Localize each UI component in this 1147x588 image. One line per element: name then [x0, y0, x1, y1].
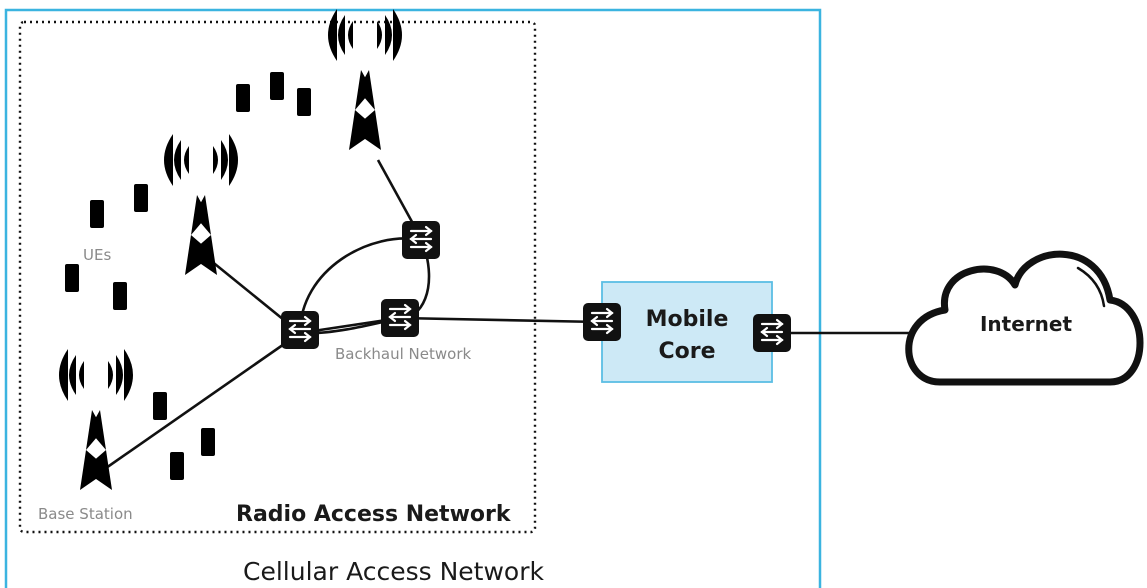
smartphone-icon	[170, 452, 184, 480]
cell-tower-icon	[59, 349, 133, 500]
mobile-core-box	[601, 281, 773, 383]
cloud-icon	[905, 250, 1144, 386]
smartphone-icon	[113, 282, 127, 310]
smartphone-icon	[153, 392, 167, 420]
link-tower-bottom-to-switch	[95, 331, 301, 477]
network-links	[95, 159, 915, 477]
cell-tower-icon	[328, 9, 402, 160]
network-switch-icon	[751, 312, 793, 354]
smartphone-icon	[65, 264, 79, 292]
radio-access-network-boundary	[18, 20, 537, 534]
cellular-access-network-boundary	[4, 8, 822, 588]
mobile-core-label-line1: Mobile	[646, 307, 729, 332]
backhaul-network-label: Backhaul Network	[335, 345, 472, 363]
smartphone-icon	[134, 184, 148, 212]
radio-access-network-label: Radio Access Network	[236, 502, 512, 527]
ues-label: UEs	[83, 246, 111, 264]
mobile-core-label-line2: Core	[658, 339, 715, 364]
smartphone-icon	[201, 428, 215, 456]
smartphone-icon	[297, 88, 311, 116]
network-switch-icon	[279, 309, 321, 351]
internet-label: Internet	[980, 312, 1072, 336]
base-station-label: Base Station	[38, 505, 133, 523]
backhaul-ring	[298, 237, 431, 335]
cell-tower-icon	[164, 134, 238, 285]
network-switch-icon	[400, 219, 442, 261]
network-switch-icon	[379, 297, 421, 339]
smartphone-icon	[270, 72, 284, 100]
smartphone-icon	[236, 84, 250, 112]
link-backhaul-to-core	[399, 316, 601, 324]
network-switch-icon	[581, 301, 623, 343]
cellular-access-network-label: Cellular Access Network	[243, 557, 544, 586]
smartphone-icon	[90, 200, 104, 228]
